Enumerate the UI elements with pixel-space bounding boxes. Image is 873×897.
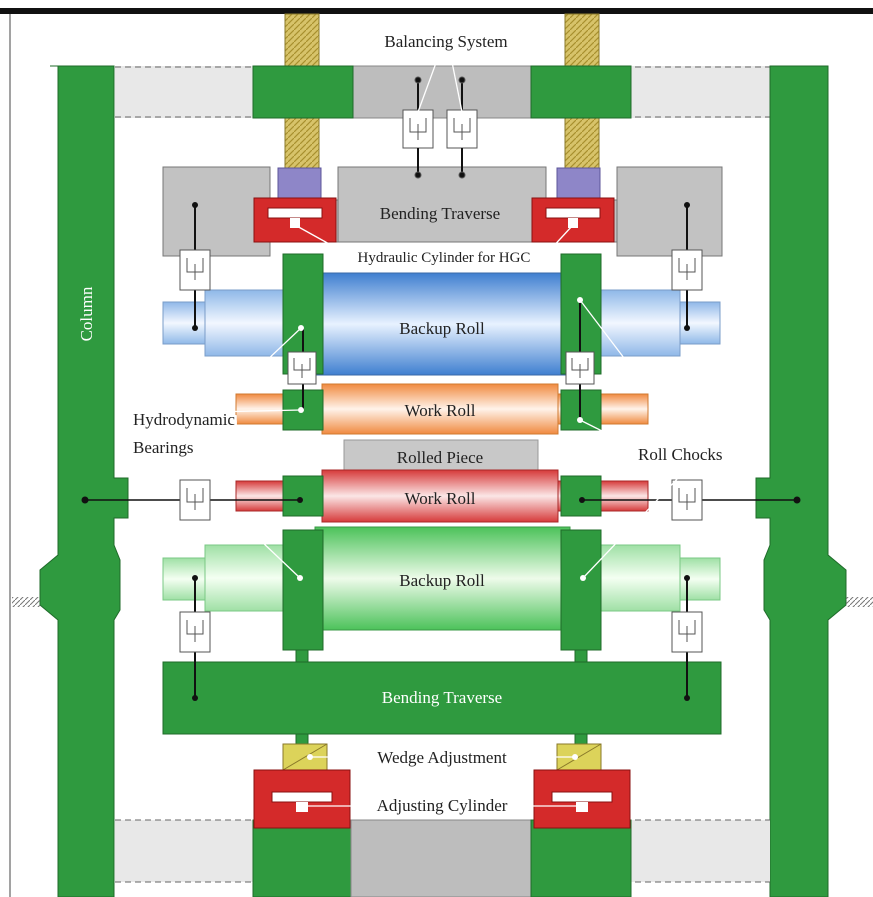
label-hydrodynamic-bearings-1: Hydrodynamic xyxy=(133,410,235,429)
label-hydrodynamic-bearings-2: Bearings xyxy=(133,438,193,457)
label-roll-chocks: Roll Chocks xyxy=(638,445,723,464)
label-bending-traverse-top: Bending Traverse xyxy=(380,204,500,223)
top-frame-row xyxy=(115,65,770,119)
top-border xyxy=(0,8,873,14)
ground-hatch-right xyxy=(846,597,873,607)
bottom-frame-row xyxy=(115,819,770,897)
label-wedge-adjustment: Wedge Adjustment xyxy=(377,748,507,767)
label-backup-roll-top: Backup Roll xyxy=(399,319,485,338)
adjusting-cylinders xyxy=(253,769,631,829)
label-column: Column xyxy=(77,286,96,341)
label-backup-roll-bottom: Backup Roll xyxy=(399,571,485,590)
label-work-roll-bottom: Work Roll xyxy=(405,489,476,508)
right-column xyxy=(755,65,847,897)
rolled-piece xyxy=(343,439,539,471)
upper-traverse xyxy=(162,166,723,257)
leader-lines xyxy=(211,51,701,807)
pivot-dots xyxy=(81,202,801,701)
label-bending-traverse-bottom: Bending Traverse xyxy=(382,688,502,707)
label-rolled-piece: Rolled Piece xyxy=(397,448,483,467)
wedges xyxy=(282,743,602,771)
lower-bending-traverse xyxy=(162,661,722,735)
ground-hatch-left xyxy=(12,597,40,607)
left-column xyxy=(39,65,129,897)
label-hydraulic-cylinder-hgc: Hydraulic Cylinder for HGC xyxy=(358,250,531,266)
label-adjusting-cylinder: Adjusting Cylinder xyxy=(377,796,508,815)
small-cylinder-boxes xyxy=(179,249,703,653)
label-work-roll-top: Work Roll xyxy=(405,401,476,420)
label-balancing-system: Balancing System xyxy=(384,32,507,51)
balancing-cylinders xyxy=(402,76,478,179)
